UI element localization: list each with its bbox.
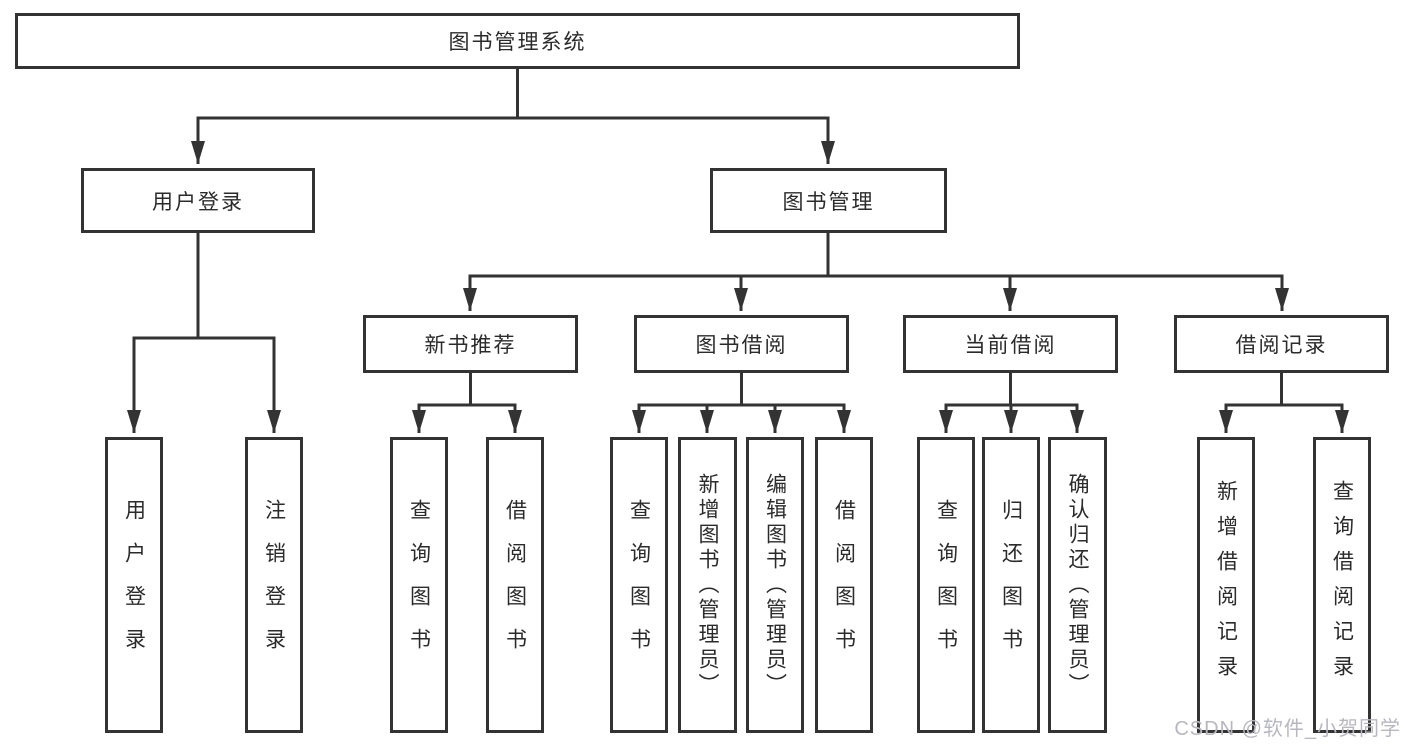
- node-library-management-system: 图书管理系统: [15, 13, 1020, 69]
- tree-arrow-lines: [127, 118, 1349, 433]
- leaf-add-books-admin: 新增图书（管理员）: [678, 437, 737, 733]
- leaf-recommend-query-books: 查询图书: [390, 437, 448, 733]
- leaf-recommend-borrow-books: 借阅图书: [486, 437, 544, 733]
- leaf-add-borrow-record: 新增借阅记录: [1197, 437, 1255, 733]
- node-book-borrowing: 图书借阅: [634, 315, 849, 373]
- leaf-borrow-books: 借阅图书: [815, 437, 873, 733]
- node-user-login: 用户登录: [81, 168, 315, 233]
- leaf-current-query-books: 查询图书: [917, 437, 975, 733]
- leaf-borrowing-query-books: 查询图书: [610, 437, 668, 733]
- tree-elbow-lines: [132, 69, 1344, 407]
- leaf-logout: 注销登录: [245, 437, 303, 733]
- node-current-borrowing: 当前借阅: [903, 315, 1118, 373]
- leaf-confirm-return-admin: 确认归还（管理员）: [1048, 437, 1107, 733]
- leaf-user-login: 用户登录: [105, 437, 163, 733]
- leaf-return-books: 归还图书: [982, 437, 1040, 733]
- leaf-edit-books-admin: 编辑图书（管理员）: [746, 437, 804, 733]
- node-new-book-recommendation: 新书推荐: [363, 315, 578, 373]
- csdn-watermark: CSDN @软件_小贺同学: [1174, 718, 1401, 740]
- node-book-management: 图书管理: [710, 168, 947, 233]
- node-borrowing-records: 借阅记录: [1174, 315, 1389, 373]
- leaf-query-borrow-record: 查询借阅记录: [1313, 437, 1371, 733]
